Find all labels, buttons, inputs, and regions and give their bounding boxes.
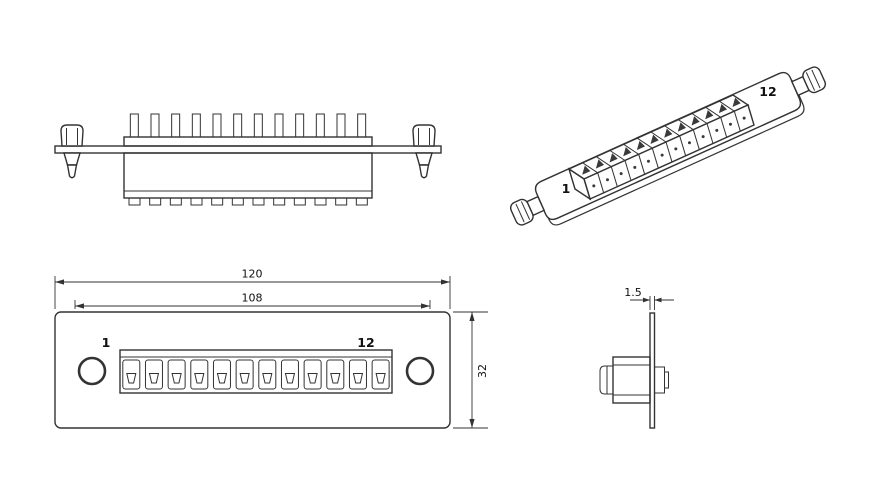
- latch-strip: [123, 136, 373, 147]
- panel-edge: [54, 145, 442, 154]
- dim-hole-spacing: 108: [74, 292, 431, 309]
- iso-port-first-label: 1: [562, 181, 571, 196]
- dim-hole-spacing-label: 108: [242, 292, 263, 305]
- front-view: 1 12 120 108 32: [54, 268, 489, 429]
- plate-outline: [54, 311, 451, 429]
- front-port-last-label: 12: [357, 335, 374, 350]
- isometric-view: 1 12: [509, 66, 827, 226]
- thumbscrew-bottom-left: [509, 195, 546, 226]
- adapter-section: [599, 356, 669, 404]
- dim-height-label: 32: [476, 364, 489, 378]
- side-view: [54, 113, 442, 206]
- thumbscrew-top-right: [790, 66, 827, 97]
- dim-height: 32: [453, 311, 489, 429]
- dim-overall-width-label: 120: [242, 268, 263, 281]
- mounting-hole-right: [405, 356, 435, 386]
- adapter-row: [119, 349, 393, 394]
- iso-port-last-label: 12: [759, 84, 776, 99]
- mounting-hole-left: [77, 356, 107, 386]
- dim-overall-width: 120: [54, 268, 451, 309]
- section-view: 1.5: [599, 286, 674, 429]
- front-port-first-label: 1: [102, 335, 111, 350]
- adapter-housing: [123, 152, 373, 199]
- dim-thickness-label: 1.5: [624, 286, 642, 299]
- dim-thickness: 1.5: [624, 286, 674, 310]
- adapter-block: [567, 94, 755, 201]
